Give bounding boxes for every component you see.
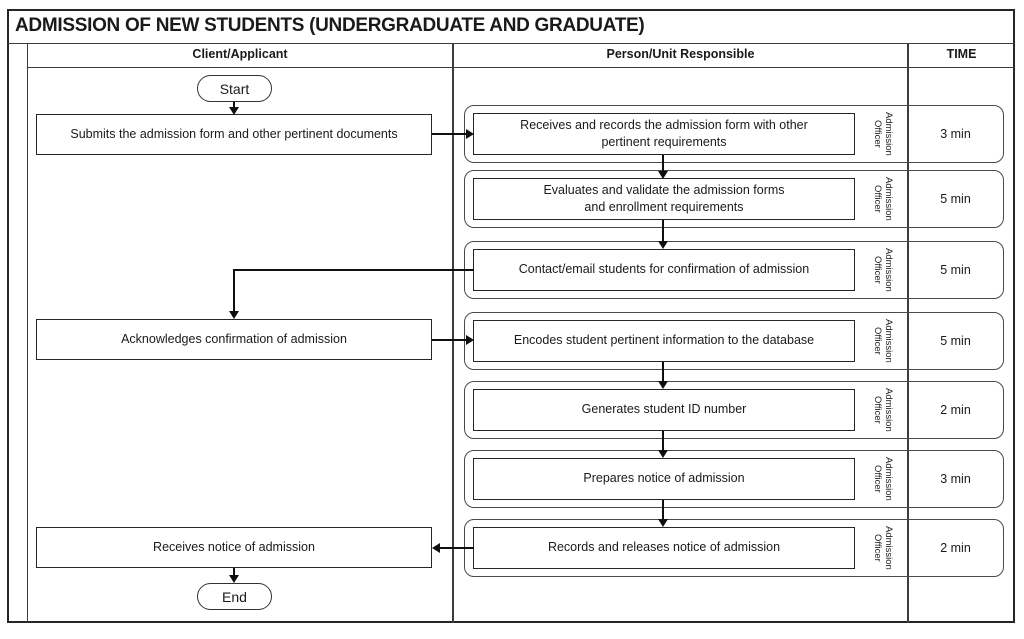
arrow-acknowledge-to-step4 <box>432 338 466 342</box>
time-value: 2 min <box>940 541 971 555</box>
process-step-row: Contact/email students for confirmation … <box>464 241 1004 299</box>
process-step-row: Receives and records the admission form … <box>464 105 1004 163</box>
arrow-step6-to-step7 <box>661 500 665 520</box>
process-step-box: Receives and records the admission form … <box>473 112 855 155</box>
start-node: Start <box>197 75 272 102</box>
officer-label: Admission Officer <box>856 520 908 576</box>
officer-label: Admission Officer <box>856 106 908 162</box>
header-bottom-line <box>27 66 1015 68</box>
arrow-step7-to-receive <box>440 546 474 550</box>
arrowhead-down-icon <box>658 170 668 179</box>
time-value: 3 min <box>940 127 971 141</box>
process-step-row: Encodes student pertinent information to… <box>464 312 1004 370</box>
arrowhead-down-icon <box>658 381 668 389</box>
time-value: 5 min <box>940 263 971 277</box>
arrowhead-down-icon <box>658 241 668 249</box>
process-step-row: Prepares notice of admission Admission O… <box>464 450 1004 508</box>
arrow-submit-to-step1 <box>432 132 466 136</box>
arrow-step3-to-acknowledge-horizontal <box>234 268 474 272</box>
arrowhead-down-icon <box>229 575 239 583</box>
process-step-box: Evaluates and validate the admission for… <box>473 177 855 220</box>
officer-label-text: Admission Officer <box>872 319 894 363</box>
process-step-row: Generates student ID number Admission Of… <box>464 381 1004 439</box>
officer-label-text: Admission Officer <box>872 248 894 292</box>
officer-label: Admission Officer <box>856 242 908 298</box>
arrow-start-to-submit <box>232 101 236 108</box>
officer-label-text: Admission Officer <box>872 388 894 432</box>
officer-label-text: Admission Officer <box>872 112 894 156</box>
officer-label: Admission Officer <box>856 313 908 369</box>
left-gutter-line <box>27 43 29 623</box>
column-header-client: Client/Applicant <box>192 47 288 61</box>
column-header-responsible: Person/Unit Responsible <box>606 47 755 61</box>
process-step-box: Records and releases notice of admission <box>473 526 855 569</box>
client-responsible-divider <box>452 43 454 623</box>
process-step-box: Prepares notice of admission <box>473 457 855 500</box>
officer-label-text: Admission Officer <box>872 457 894 501</box>
time-column-divider <box>907 43 909 623</box>
title-separator-line <box>7 43 1015 45</box>
arrowhead-down-icon <box>229 311 239 319</box>
page-title: ADMISSION OF NEW STUDENTS (UNDERGRADUATE… <box>15 15 645 36</box>
arrow-step3-to-acknowledge-vertical <box>232 269 236 312</box>
process-step-row: Evaluates and validate the admission for… <box>464 170 1004 228</box>
arrowhead-down-icon <box>658 519 668 527</box>
officer-label: Admission Officer <box>856 451 908 507</box>
end-node: End <box>197 583 272 610</box>
arrowhead-right-icon <box>465 335 474 345</box>
arrowhead-down-icon <box>658 450 668 458</box>
process-step-row: Records and releases notice of admission… <box>464 519 1004 577</box>
officer-label: Admission Officer <box>856 382 908 438</box>
arrow-receive-to-end <box>232 568 236 576</box>
column-header-time: TIME <box>946 47 977 61</box>
arrow-step5-to-step6 <box>661 431 665 451</box>
arrowhead-down-icon <box>229 106 239 115</box>
arrowhead-left-icon <box>432 543 440 553</box>
time-value: 3 min <box>940 472 971 486</box>
process-step-box: Generates student ID number <box>473 388 855 431</box>
client-step-submit: Submits the admission form and other per… <box>36 114 432 155</box>
officer-label: Admission Officer <box>856 171 908 227</box>
arrowhead-right-icon <box>465 129 474 139</box>
outer-frame <box>7 9 1015 623</box>
arrow-step4-to-step5 <box>661 362 665 382</box>
arrow-step2-to-step3 <box>661 220 665 242</box>
arrow-step1-to-step2 <box>661 155 665 172</box>
time-value: 5 min <box>940 192 971 206</box>
time-value: 5 min <box>940 334 971 348</box>
process-step-box: Contact/email students for confirmation … <box>473 248 855 291</box>
officer-label-text: Admission Officer <box>872 526 894 570</box>
client-step-receive: Receives notice of admission <box>36 527 432 568</box>
time-value: 2 min <box>940 403 971 417</box>
officer-label-text: Admission Officer <box>872 177 894 221</box>
client-step-acknowledge: Acknowledges confirmation of admission <box>36 319 432 360</box>
process-step-box: Encodes student pertinent information to… <box>473 319 855 362</box>
